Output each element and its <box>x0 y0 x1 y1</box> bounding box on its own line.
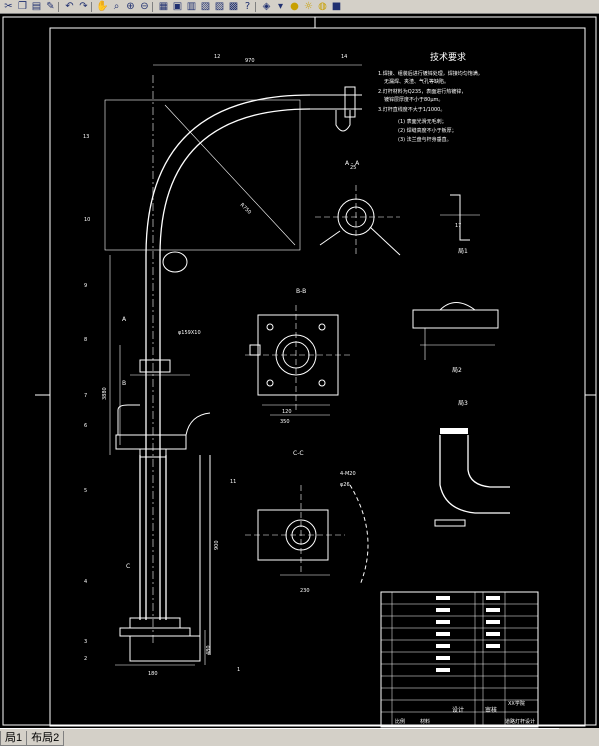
tech-line: 3.灯杆直线度不大于1/1000。 <box>378 106 445 113</box>
sheet-set-icon[interactable]: ▧ <box>200 0 211 12</box>
dimension-text: 4-M20 <box>340 471 356 477</box>
part-number: 4 <box>84 579 87 585</box>
part-number: 8 <box>84 337 87 343</box>
copy-icon[interactable]: ❐ <box>18 0 27 12</box>
tech-line: 2.灯杆材料为Q235，表面进行热镀锌， <box>378 88 466 95</box>
lock-icon[interactable]: ◍ <box>318 0 327 12</box>
part-number: 11 <box>230 479 236 485</box>
parts-list <box>380 591 539 728</box>
part-number: 3 <box>84 639 87 645</box>
redo-icon[interactable]: ↷ <box>79 0 88 12</box>
toolbar-separator <box>91 1 95 12</box>
dimension-text: 230 <box>300 588 310 594</box>
zoom-realtime-icon[interactable]: ⌕ <box>113 0 120 12</box>
title-block-scale: 比例 <box>395 718 405 725</box>
tech-line: 无漏焊、夹渣、气孔等缺陷。 <box>384 78 449 85</box>
title-block-school: XX学院 <box>508 700 525 707</box>
dimension-text: 180 <box>148 671 158 677</box>
dimension-text: 25 <box>350 165 356 171</box>
title-block-material: 材料 <box>420 718 430 725</box>
tool-palettes-icon[interactable]: ▥ <box>186 0 197 12</box>
bulb-icon[interactable]: ● <box>290 0 299 12</box>
zoom-previous-icon[interactable]: ⊖ <box>140 0 149 12</box>
section-mark-b: B <box>122 380 126 387</box>
dimension-text: φ26 <box>340 482 350 488</box>
dimension-text: 900 <box>214 540 220 550</box>
title-block-checker: 审核 <box>485 706 497 714</box>
part-number: 5 <box>84 488 87 494</box>
markup-icon[interactable]: ▨ <box>214 0 225 12</box>
pan-icon[interactable]: ✋ <box>96 0 109 12</box>
color-icon[interactable]: ■ <box>331 0 342 12</box>
title-block-designer: 设计 <box>452 706 464 714</box>
toolbar-separator <box>255 1 259 12</box>
part-number: 2 <box>84 656 87 662</box>
dimension-text: 3880 <box>102 387 108 400</box>
properties-icon[interactable]: ▦ <box>158 0 169 12</box>
section-mark-a: A <box>122 316 127 323</box>
tab-layout-2[interactable]: 布局2 <box>26 731 65 746</box>
dimension-text: R750 <box>239 202 252 215</box>
section-cc-label: C-C <box>293 450 304 457</box>
toolbar-separator <box>58 1 62 12</box>
tech-requirements-title: 技术要求 <box>430 51 466 63</box>
help-icon[interactable]: ? <box>244 0 251 12</box>
arm-outer <box>145 94 311 256</box>
section-aa-label: A - A <box>345 160 360 167</box>
section-mark-c: C <box>126 563 130 570</box>
part-number: 6 <box>84 423 87 429</box>
part-number: 10 <box>84 217 90 223</box>
cad-drawing: 技术要求 1.焊接、组装后进行镀锌处理，焊接均匀饱满， 无漏焊、夹渣、气孔等缺陷… <box>2 16 597 728</box>
standard-toolbar: ✂ ❐ ▤ ✎ ↶ ↷ ✋ ⌕ ⊕ ⊖ ▦ ▣ ▥ ▧ ▨ ▩ ? ◈ ▾ ● … <box>0 0 599 14</box>
part-number: 14 <box>341 54 347 60</box>
zoom-window-icon[interactable]: ⊕ <box>126 0 135 12</box>
toolbar-separator <box>152 1 156 12</box>
tech-line: (3) 法兰盘与杆身垂直。 <box>398 136 452 143</box>
detail-3-label: 局3 <box>458 400 468 407</box>
dimension-text: φ159X10 <box>178 330 201 336</box>
layer-state-icon[interactable]: ▾ <box>277 0 284 12</box>
part-number: 1 <box>237 667 240 673</box>
tech-line: 镀锌层厚度不小于80μm。 <box>384 96 443 103</box>
part-number: 7 <box>84 393 87 399</box>
dimension-text: 17 <box>455 223 461 229</box>
sun-icon[interactable]: ☼ <box>304 0 313 12</box>
detail-1-label: 局1 <box>458 248 468 255</box>
detail-2-label: 局2 <box>452 367 462 374</box>
dimension-text: 970 <box>245 58 255 64</box>
part-number: 13 <box>83 134 89 140</box>
paste-icon[interactable]: ▤ <box>31 0 42 12</box>
part-number: 12 <box>214 54 220 60</box>
layers-icon[interactable]: ◈ <box>262 0 271 12</box>
match-properties-icon[interactable]: ✎ <box>46 0 55 12</box>
outer-frame <box>2 16 597 726</box>
drawing-canvas[interactable]: 技术要求 1.焊接、组装后进行镀锌处理，焊接均匀饱满， 无漏焊、夹渣、气孔等缺陷… <box>0 15 599 728</box>
dimension-text: 480 <box>206 645 212 655</box>
design-center-icon[interactable]: ▣ <box>172 0 183 12</box>
horizontal-scrollbar[interactable] <box>559 728 599 746</box>
tab-layout-1[interactable]: 局1 <box>0 731 28 746</box>
calculator-icon[interactable]: ▩ <box>228 0 239 12</box>
arm-inner <box>159 108 311 256</box>
undo-icon[interactable]: ↶ <box>65 0 74 12</box>
title-block-drawing-name: 道路灯杆设计 <box>505 718 535 725</box>
section-bb-label: B-B <box>296 288 306 295</box>
tech-line: (1) 表面光滑无毛刺； <box>398 118 447 125</box>
tech-line: 1.焊接、组装后进行镀锌处理，焊接均匀饱满， <box>378 70 483 77</box>
dimension-text: 350 <box>280 419 290 425</box>
layout-tabs: 局1 布局2 <box>0 728 599 746</box>
dimension-text: 120 <box>282 409 292 415</box>
tech-line: (2) 焊缝高度不小于板厚； <box>398 127 457 134</box>
part-number: 9 <box>84 283 87 289</box>
inner-frame <box>49 27 586 727</box>
cut-icon[interactable]: ✂ <box>4 0 13 12</box>
